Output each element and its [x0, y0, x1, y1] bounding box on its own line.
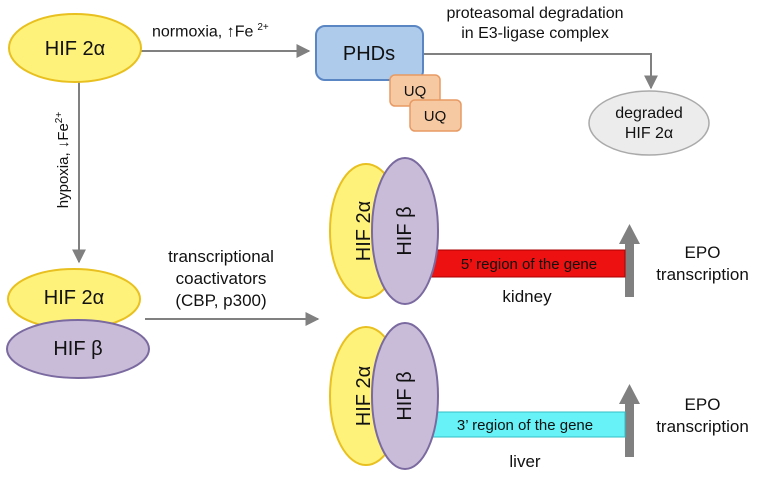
epo-liver-arrow	[619, 384, 640, 457]
hypoxia-label: hypoxia, ↓Fe2+	[54, 112, 72, 209]
proteasomal-line2: in E3-ligase complex	[461, 25, 609, 42]
liver-region-label: 3’ region of the gene	[457, 417, 593, 434]
epo-kidney-label: EPO transcription	[640, 242, 765, 286]
coactivators-line2: coactivators	[175, 269, 267, 288]
degraded-label-line2: HIF 2α	[625, 125, 673, 142]
coactivators-line1: transcriptional	[168, 247, 274, 266]
epo-kidney-line1: EPO	[684, 243, 721, 262]
epo-kidney-arrow	[619, 224, 640, 297]
coactivators-line3: (CBP, p300)	[175, 291, 267, 310]
hypoxia-text: hypoxia, ↓Fe	[55, 123, 72, 208]
liver-gene-bar: 3’ region of the gene	[431, 411, 626, 438]
kidney-region-label: 5’ region of the gene	[461, 256, 597, 273]
kidney-label: kidney	[502, 287, 552, 306]
phds-label: PHDs	[343, 43, 395, 65]
kidney-gene-bar: 5’ region of the gene	[427, 249, 626, 278]
liver-hifb-label: HIF β	[394, 371, 416, 420]
uq-label-1: UQ	[404, 83, 427, 100]
epo-liver-line2: transcription	[656, 417, 749, 436]
hif2a-top-label: HIF 2α	[45, 38, 105, 60]
uq-tag-2: UQ	[409, 99, 462, 132]
hypoxia-superscript: 2+	[54, 112, 65, 124]
epo-kidney-line2: transcription	[656, 265, 749, 284]
proteasomal-label: proteasomal degradation in E3-ligase com…	[415, 4, 655, 44]
proteasomal-line1: proteasomal degradation	[446, 5, 624, 22]
coactivators-label: transcriptional coactivators (CBP, p300)	[146, 246, 296, 312]
hifb-bottom-label: HIF β	[53, 338, 102, 360]
hif2a-bottom-label: HIF 2α	[44, 287, 104, 309]
svg-text:hypoxia, ↓Fe2+: hypoxia, ↓Fe2+	[54, 112, 72, 209]
kidney-hif-dimer: HIF 2α HIF β	[329, 157, 439, 305]
hif-complex-node: HIF 2α HIF β	[6, 268, 150, 379]
kidney-hif2a-label: HIF 2α	[353, 201, 375, 261]
liver-hif-dimer: HIF 2α HIF β	[329, 322, 439, 470]
normoxia-superscript: 2+	[257, 22, 269, 33]
uq-tag-1: UQ	[389, 74, 441, 107]
epo-liver-line1: EPO	[684, 395, 721, 414]
liver-label: liver	[509, 452, 541, 471]
epo-liver-label: EPO transcription	[640, 394, 765, 438]
uq-label-2: UQ	[424, 108, 447, 125]
liver-hif2a-label: HIF 2α	[353, 366, 375, 426]
arrow-degradation	[424, 53, 658, 90]
kidney-hifb-label: HIF β	[394, 206, 416, 255]
degraded-hif2a-node: degraded HIF 2α	[588, 90, 710, 156]
hif2a-top-node: HIF 2α	[8, 13, 142, 83]
degraded-label-line1: degraded	[615, 105, 683, 122]
phds-node: PHDs	[315, 25, 424, 81]
normoxia-text: normoxia, ↑Fe	[152, 23, 254, 41]
